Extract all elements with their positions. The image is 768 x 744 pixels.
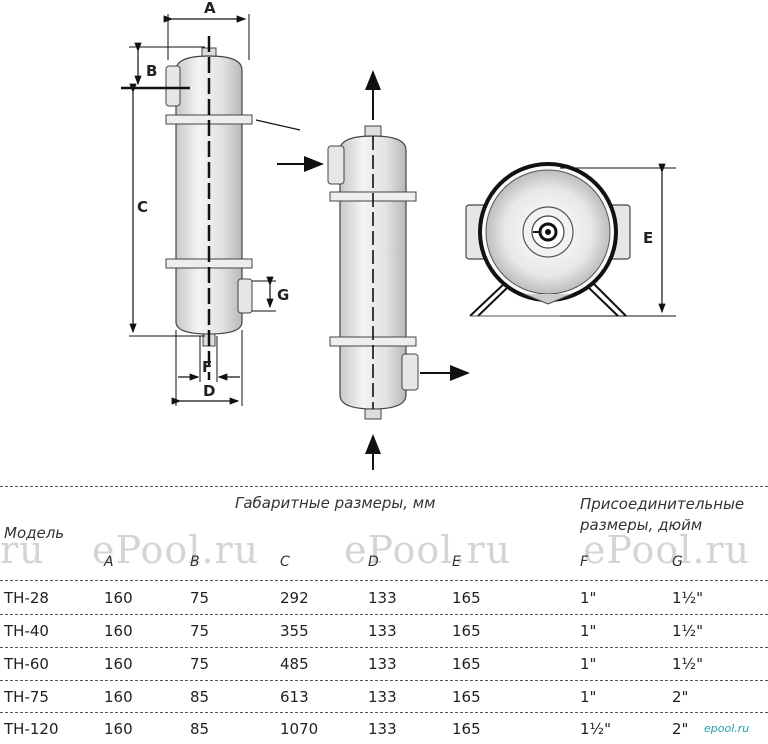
cell-a: 160 bbox=[104, 688, 133, 706]
cell-d: 133 bbox=[368, 688, 397, 706]
cell-a: 160 bbox=[104, 589, 133, 607]
watermark: ru bbox=[0, 528, 45, 572]
cell-b: 75 bbox=[190, 655, 210, 673]
heat-exchanger-drawing: A B C G F D bbox=[121, 0, 676, 470]
watermark: ePool.ru bbox=[92, 528, 260, 572]
dim-label-b: B bbox=[146, 62, 157, 80]
row-rule bbox=[0, 712, 768, 713]
cell-e: 165 bbox=[452, 622, 481, 640]
cell-b: 85 bbox=[190, 720, 210, 738]
dim-label-c: C bbox=[137, 198, 148, 216]
cell-model: ТН-75 bbox=[4, 688, 49, 706]
cell-c: 292 bbox=[280, 589, 309, 607]
cell-e: 165 bbox=[452, 655, 481, 673]
model-header: Модель bbox=[4, 524, 65, 542]
cell-g: 2" bbox=[672, 720, 689, 738]
cell-c: 485 bbox=[280, 655, 309, 673]
cell-c: 613 bbox=[280, 688, 309, 706]
watermark: ePool.ru bbox=[344, 528, 512, 572]
cell-d: 133 bbox=[368, 655, 397, 673]
cell-g: 1½" bbox=[672, 589, 703, 607]
table-top-rule bbox=[0, 486, 768, 487]
table-row: ТН-120 160 85 1070 133 165 1½" 2" bbox=[0, 713, 768, 743]
table-row: ТН-28 160 75 292 133 165 1" 1½" bbox=[0, 582, 768, 612]
dim-label-e: E bbox=[643, 229, 653, 247]
cell-c: 355 bbox=[280, 622, 309, 640]
cell-model: ТН-40 bbox=[4, 622, 49, 640]
column-header-c: C bbox=[280, 554, 290, 570]
side-view-flow bbox=[277, 70, 470, 470]
row-rule bbox=[0, 647, 768, 648]
cell-c: 1070 bbox=[280, 720, 319, 738]
column-header-d: D bbox=[368, 554, 379, 570]
cell-g: 1½" bbox=[672, 655, 703, 673]
cell-b: 85 bbox=[190, 688, 210, 706]
end-view: E bbox=[465, 162, 676, 317]
table-row: ТН-60 160 75 485 133 165 1" 1½" bbox=[0, 648, 768, 678]
cell-model: ТН-28 bbox=[4, 589, 49, 607]
cell-model: ТН-60 bbox=[4, 655, 49, 673]
column-header-f: F bbox=[580, 554, 589, 570]
cell-d: 133 bbox=[368, 589, 397, 607]
cell-f: 1" bbox=[580, 688, 597, 706]
dimensions-table: Габаритные размеры, мм Присоединительные… bbox=[0, 478, 768, 744]
column-header-b: B bbox=[190, 554, 200, 570]
dim-label-d: D bbox=[203, 382, 215, 400]
column-header-a: A bbox=[104, 554, 114, 570]
cell-e: 165 bbox=[452, 688, 481, 706]
cell-e: 165 bbox=[452, 589, 481, 607]
table-row: ТН-40 160 75 355 133 165 1" 1½" bbox=[0, 615, 768, 645]
column-header-g: G bbox=[672, 554, 683, 570]
watermark: ePool.ru bbox=[583, 528, 751, 572]
watermark-logo: epool.ru bbox=[704, 722, 750, 735]
group-header-dimensions: Габаритные размеры, мм bbox=[235, 494, 436, 512]
dim-label-a: A bbox=[204, 0, 216, 17]
cell-f: 1" bbox=[580, 589, 597, 607]
cell-f: 1" bbox=[580, 655, 597, 673]
column-header-e: E bbox=[452, 554, 461, 570]
row-rule bbox=[0, 614, 768, 615]
group-header-connections: Присоединительные размеры, дюйм bbox=[580, 495, 745, 534]
cell-b: 75 bbox=[190, 622, 210, 640]
table-row: ТН-75 160 85 613 133 165 1" 2" bbox=[0, 681, 768, 711]
cell-d: 133 bbox=[368, 720, 397, 738]
cell-f: 1" bbox=[580, 622, 597, 640]
cell-a: 160 bbox=[104, 622, 133, 640]
side-view-dimensioned: A B C G F D bbox=[121, 0, 301, 406]
cell-g: 1½" bbox=[672, 622, 703, 640]
cell-a: 160 bbox=[104, 720, 133, 738]
dim-label-f: F bbox=[202, 358, 212, 376]
row-rule bbox=[0, 680, 768, 681]
cell-b: 75 bbox=[190, 589, 210, 607]
cell-f: 1½" bbox=[580, 720, 611, 738]
cell-g: 2" bbox=[672, 688, 689, 706]
dim-label-g: G bbox=[277, 286, 289, 304]
cell-model: ТН-120 bbox=[4, 720, 59, 738]
cell-a: 160 bbox=[104, 655, 133, 673]
cell-d: 133 bbox=[368, 622, 397, 640]
row-rule bbox=[0, 580, 768, 581]
cell-e: 165 bbox=[452, 720, 481, 738]
